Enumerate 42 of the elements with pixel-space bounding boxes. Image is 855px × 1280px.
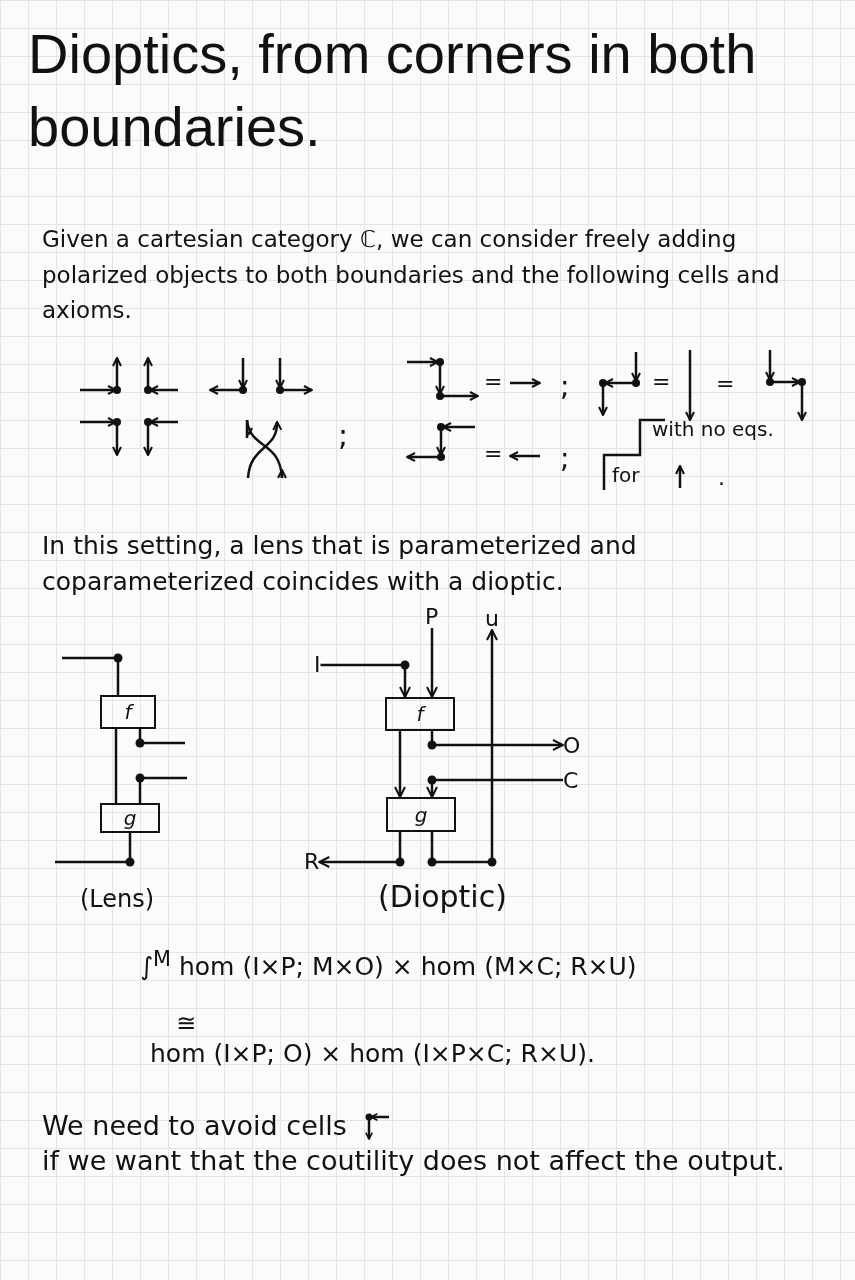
- morphism-box: g: [100, 803, 160, 833]
- wire-label: C: [563, 770, 579, 792]
- statement-paragraph: In this setting, a lens that is parameterized and coparameterized coincides with a dioptic.: [42, 530, 638, 599]
- wire-label: R: [304, 851, 320, 873]
- math-symbol: =: [484, 370, 503, 395]
- diagram-caption: (Lens): [80, 886, 155, 913]
- math-symbol: =: [652, 370, 671, 395]
- wire: [318, 832, 402, 868]
- math-symbol: =: [716, 372, 735, 397]
- wire: [426, 628, 438, 698]
- wire: [62, 656, 120, 695]
- math-symbol: .: [718, 466, 725, 491]
- math-symbol: =: [484, 442, 503, 467]
- wire: [430, 629, 498, 864]
- diagram-caption: (Dioptic): [378, 880, 507, 913]
- conclusion-text: if we want that the coutility does not affect the output.: [42, 1144, 785, 1179]
- morphism-box: f: [100, 695, 156, 729]
- wire: [426, 778, 563, 798]
- wire: [55, 833, 132, 864]
- math-symbol: ;: [338, 418, 349, 451]
- morphism-box: f: [385, 697, 455, 731]
- conclusion-text: We need to avoid cells: [42, 1109, 347, 1143]
- math-symbol: ;: [560, 444, 570, 475]
- math-symbol: ;: [560, 372, 570, 403]
- wire: [114, 729, 118, 803]
- wire: [138, 776, 187, 803]
- wire-label: P: [425, 606, 439, 628]
- formula-text: hom (I×P; O) × hom (I×P×C; R×U).: [150, 1040, 595, 1068]
- intro-paragraph: Given a cartesian category ℂ, we can consider freely adding polarized objects to both boundaries and the following cells and axioms.: [42, 225, 781, 326]
- wire: [138, 729, 185, 745]
- math-symbol: ≅: [176, 1010, 197, 1037]
- morphism-box: g: [386, 797, 456, 832]
- wire-label: O: [563, 735, 581, 757]
- wire: [320, 663, 411, 698]
- note-text: for: [612, 464, 640, 486]
- page-title: Dioptics, from corners in both boundaries.: [28, 21, 758, 160]
- formula-text: ∫$^{M}$ hom (I×P; M×O) × hom (M×C; R×U): [140, 948, 637, 981]
- wire: [430, 731, 564, 751]
- wire-label: u: [485, 608, 499, 630]
- note-text: with no eqs.: [652, 418, 774, 440]
- wire-label: I: [314, 654, 321, 676]
- wire: [394, 731, 406, 798]
